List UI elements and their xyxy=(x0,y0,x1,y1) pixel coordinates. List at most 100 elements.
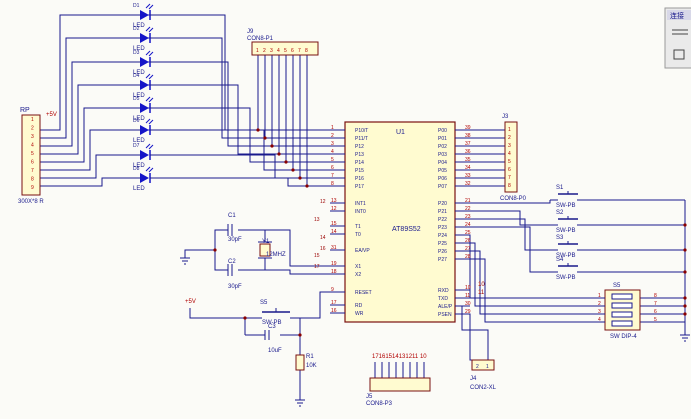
u1-right-pin-number: 36 xyxy=(465,149,471,155)
rp-pin-number: 3 xyxy=(31,134,34,140)
u1-part: AT89S52 xyxy=(392,226,421,233)
switch-value: SW-PB xyxy=(556,253,576,259)
u1-right-pin-name: P26 xyxy=(438,249,447,255)
u1-right-pin-number: 33 xyxy=(465,173,471,179)
switch-value: SW-PB xyxy=(556,203,576,209)
u1-right-pin-number: 22 xyxy=(465,206,471,212)
reset-switch-ref: S5 xyxy=(260,300,268,306)
u1-left-pin-number: 2 xyxy=(331,133,334,139)
dip-pin-right: 5 xyxy=(654,317,657,323)
u1-left-pin-name: INT0 xyxy=(355,209,366,215)
j9-pin-number: 5 xyxy=(284,48,287,54)
led-arrow xyxy=(145,166,154,173)
led-arrow xyxy=(145,96,154,103)
u1-left-pin-name: X2 xyxy=(355,272,361,278)
led-label: LED xyxy=(133,46,145,52)
u1-right-pin-number: 38 xyxy=(465,133,471,139)
switch-value: SW-PB xyxy=(556,275,576,281)
j4-pin2: 2 xyxy=(476,364,479,370)
net-label: 12 xyxy=(320,199,326,205)
u1-left-pin-number: 31 xyxy=(331,245,337,251)
c2-ref: C2 xyxy=(228,259,236,265)
junction-dot xyxy=(298,176,302,180)
u1-right-pin-number: 24 xyxy=(465,222,471,228)
y1-value: 12MHZ xyxy=(266,252,286,258)
u1-right-pin-number: 26 xyxy=(465,238,471,244)
led-arrow xyxy=(145,143,154,150)
junction-dot xyxy=(683,296,687,300)
led-ref: D7 xyxy=(133,143,140,149)
j5-value: CON8-P3 xyxy=(366,401,393,407)
led-symbol xyxy=(140,125,149,135)
u1-right-pin-name: P01 xyxy=(438,136,447,142)
led-arrow xyxy=(145,118,154,125)
reset-switch-value: SW-PB xyxy=(262,320,282,326)
u1-left-pin-number: 16 xyxy=(331,308,337,314)
junction-dot xyxy=(277,152,281,156)
u1-left-pin-name: P17 xyxy=(355,184,364,190)
u1-left-pin-name: P11/T xyxy=(355,136,368,142)
j9-pin-number: 2 xyxy=(263,48,266,54)
c3-value: 10uF xyxy=(268,348,282,354)
u1-left-pin-name: X1 xyxy=(355,264,361,270)
rp-vcc-label: +5V xyxy=(46,112,57,118)
led-ref: D2 xyxy=(133,26,140,32)
net-label: 11 xyxy=(478,290,485,296)
u1-right-pin-name: P07 xyxy=(438,184,447,190)
j9-value: CON8-P1 xyxy=(247,36,274,42)
wire-tool-icon[interactable] xyxy=(672,29,688,35)
u1-right-pin-name: P02 xyxy=(438,144,447,150)
j3-pin-number: 8 xyxy=(508,183,511,189)
junction-dot xyxy=(683,270,687,274)
u1-left-pin-name: P10/T xyxy=(355,128,368,134)
rp-pin-number: 8 xyxy=(31,177,34,183)
j3-ref: J3 xyxy=(502,114,509,120)
box-tool-icon[interactable] xyxy=(673,49,685,60)
j3-pin-number: 5 xyxy=(508,159,511,165)
switch-value: SW-PB xyxy=(556,228,576,234)
led-label: LED xyxy=(133,70,145,76)
c1-value: 30pF xyxy=(228,237,242,243)
u1-right-pin-number: 21 xyxy=(465,198,471,204)
rp-ref: RP xyxy=(20,107,30,114)
net-label: 13 xyxy=(314,217,320,223)
j5-pin-header: 17161514131211 10 xyxy=(372,354,427,360)
side-panel-title: 连接 xyxy=(670,11,684,20)
u1-right-pin-name: ALE/P xyxy=(438,304,453,310)
s5-dip-ref: S5 xyxy=(613,283,621,289)
u1-right-pin-name: P21 xyxy=(438,209,447,215)
side-panel[interactable]: 连接 xyxy=(664,7,691,69)
rp-pin-number: 6 xyxy=(31,160,34,166)
u1-right-pin-number: 32 xyxy=(465,181,471,187)
junction-dot xyxy=(683,248,687,252)
led-label: LED xyxy=(133,93,145,99)
switch-ref: S1 xyxy=(556,185,564,191)
led-symbol xyxy=(140,173,149,183)
u1-right-pin-name: P22 xyxy=(438,217,447,223)
u1-right-pin-number: 30 xyxy=(465,301,471,307)
j9-ref: J9 xyxy=(247,29,254,35)
led-symbol xyxy=(140,10,149,20)
s5-dip-value: SW DIP-4 xyxy=(610,334,637,340)
j5-ref: J5 xyxy=(366,394,373,400)
u1-right-pin-name: PSEN xyxy=(438,312,452,318)
u1-left-pin-number: 9 xyxy=(331,287,334,293)
led-arrow xyxy=(145,26,154,33)
u1-right-pin-number: 37 xyxy=(465,141,471,147)
y1-ref: Y1 xyxy=(262,239,270,245)
j3-pin-number: 2 xyxy=(508,135,511,141)
led-arrow xyxy=(145,50,154,57)
dip-pin-right: 6 xyxy=(654,309,657,315)
j9-pin-number: 1 xyxy=(256,48,259,54)
